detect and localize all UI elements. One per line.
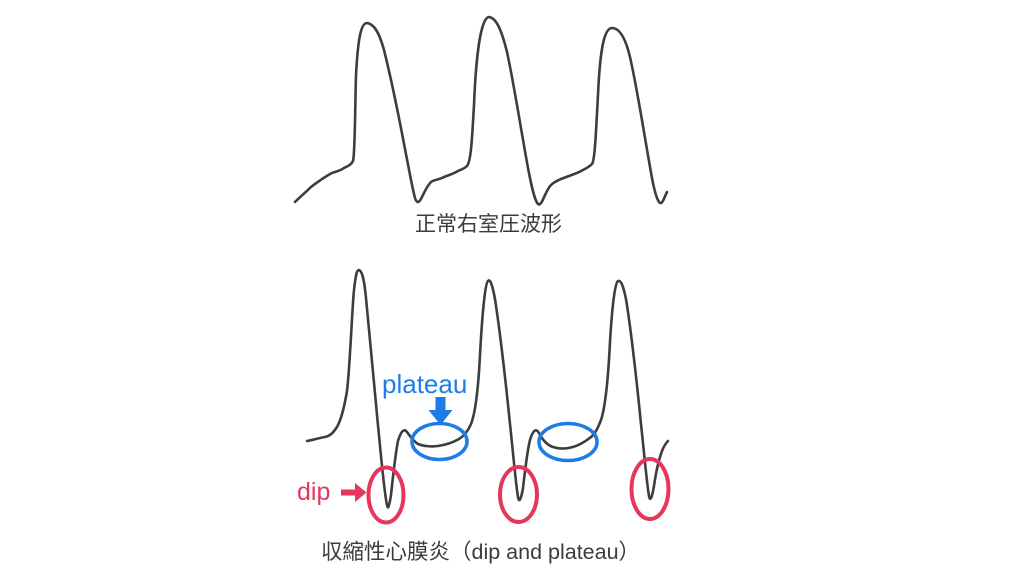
dip-plateau-waveform-line	[305, 268, 670, 509]
normal-waveform-caption: 正常右室圧波形	[415, 213, 562, 236]
dip-ellipse-3	[629, 457, 671, 521]
plateau-ellipse-1	[410, 421, 469, 462]
dip-plateau-waveform-caption: 収縮性心膜炎（dip and plateau）	[321, 540, 641, 564]
plateau-label: plateau	[382, 369, 468, 399]
dip-ellipse-2	[498, 465, 539, 524]
plateau-arrow-down-icon	[428, 397, 453, 425]
dip-arrow-right-icon	[341, 483, 367, 502]
dip-ellipse-1	[366, 465, 406, 525]
plateau-ellipse-2	[537, 421, 599, 463]
dip-label: dip	[297, 478, 331, 506]
normal-waveform-line	[293, 15, 669, 206]
